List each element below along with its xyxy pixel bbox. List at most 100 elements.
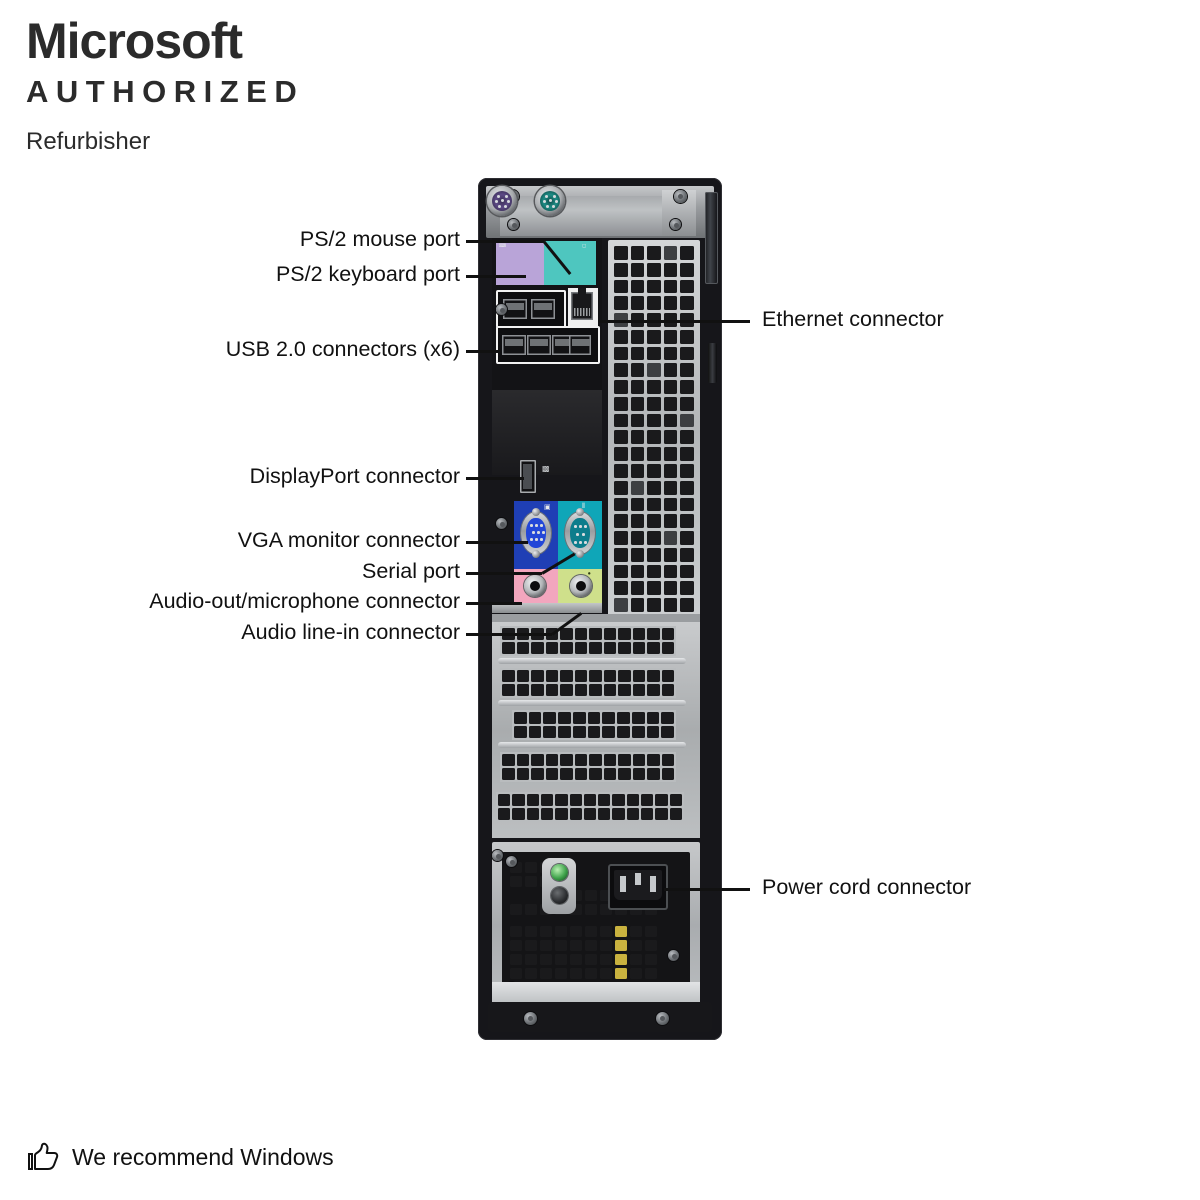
slot-vent-cell bbox=[589, 768, 602, 780]
slot-vent-cell bbox=[612, 794, 625, 806]
line-in-icon: ⏺ bbox=[588, 571, 591, 577]
leader-line-ps2-keyboard bbox=[466, 275, 526, 278]
vent-cell bbox=[630, 262, 645, 277]
leader-line-vga bbox=[466, 541, 528, 544]
iec-pin bbox=[620, 876, 626, 892]
vent-cell bbox=[663, 447, 678, 462]
psu-vent-cell bbox=[600, 926, 612, 937]
slot-vent-cell bbox=[528, 726, 542, 738]
ps2-pin-holes bbox=[540, 191, 560, 211]
slot-vent-cell bbox=[618, 754, 631, 766]
bottom-plate bbox=[492, 982, 700, 1002]
serial-port[interactable] bbox=[565, 508, 595, 558]
vent-cell bbox=[614, 564, 628, 579]
psu-vent-cell bbox=[585, 904, 597, 915]
thumbscrew-icon bbox=[576, 550, 584, 558]
psu-vent-cell bbox=[630, 940, 642, 951]
psu-vent-cell bbox=[540, 968, 552, 979]
slot-vent-cell bbox=[516, 768, 529, 780]
vent-cell bbox=[630, 581, 645, 596]
usb-port[interactable] bbox=[502, 335, 526, 355]
ps2-keyboard-port[interactable] bbox=[487, 186, 517, 216]
psu-vent-cell bbox=[585, 926, 597, 937]
vent-cells bbox=[614, 246, 694, 612]
screw-icon bbox=[668, 950, 679, 961]
usb-port[interactable] bbox=[569, 335, 591, 355]
psu-vent-cell bbox=[570, 954, 582, 965]
psu-vent-cell bbox=[645, 968, 657, 979]
vent-cell bbox=[663, 430, 678, 445]
vent-cell bbox=[647, 598, 661, 612]
slot-vent-cell bbox=[641, 794, 654, 806]
screw-icon bbox=[508, 219, 519, 230]
psu-vent-cell bbox=[600, 954, 612, 965]
psu-vent-cell bbox=[585, 940, 597, 951]
slot-vent-cell bbox=[618, 670, 631, 682]
callout-label-ethernet: Ethernet connector bbox=[762, 307, 944, 331]
thumbscrew-icon bbox=[576, 508, 584, 516]
expansion-slot-cover bbox=[500, 626, 676, 656]
vent-cell bbox=[630, 447, 645, 462]
psu-vent-cell bbox=[525, 940, 537, 951]
slot-vent-cell bbox=[661, 712, 674, 724]
audio-out-microphone-connector[interactable] bbox=[524, 575, 546, 597]
psu-vent-cell bbox=[540, 926, 552, 937]
slot-vent-cell bbox=[545, 754, 558, 766]
screw-icon bbox=[496, 518, 507, 529]
vga-monitor-connector[interactable] bbox=[521, 508, 551, 558]
usb-port[interactable] bbox=[503, 299, 527, 319]
vent-cell bbox=[614, 296, 628, 311]
vent-cell bbox=[630, 413, 645, 428]
psu-vent-cell bbox=[525, 862, 537, 873]
vent-cell bbox=[663, 296, 678, 311]
audio-line-in-connector[interactable] bbox=[570, 575, 592, 597]
psu-status-led bbox=[551, 864, 568, 881]
slot-vent-cell bbox=[618, 642, 631, 654]
vent-cell bbox=[680, 279, 694, 294]
vent-cell bbox=[680, 581, 694, 596]
vent-cell bbox=[680, 396, 694, 411]
slot-vent-cell bbox=[647, 642, 660, 654]
vent-cell bbox=[614, 514, 628, 529]
brand-third-line: Refurbisher bbox=[26, 127, 151, 155]
slot-vent-cell bbox=[661, 768, 674, 780]
usb-port[interactable] bbox=[527, 335, 551, 355]
vent-cell bbox=[680, 262, 694, 277]
slot-vent-cell bbox=[574, 754, 587, 766]
slot-vent-cell bbox=[531, 768, 544, 780]
vent-cell bbox=[680, 313, 694, 327]
vent-cell bbox=[647, 313, 661, 327]
slot-vent-cell bbox=[583, 808, 597, 820]
displayport-connector[interactable] bbox=[520, 460, 536, 493]
cover-release-latch[interactable] bbox=[705, 192, 718, 284]
slot-vent-cell bbox=[587, 726, 601, 738]
slot-vent-cell bbox=[631, 726, 645, 738]
slot-vent-cell bbox=[569, 794, 582, 806]
leader-line-ps2-mouse bbox=[466, 240, 544, 243]
psu-vent-cell bbox=[555, 968, 567, 979]
usb-port[interactable] bbox=[531, 299, 555, 319]
vent-cell bbox=[647, 497, 661, 512]
slot-vent-cell bbox=[647, 754, 660, 766]
slot-vent-cell bbox=[587, 712, 601, 724]
vent-cell bbox=[630, 514, 645, 529]
slot-vent-cell bbox=[646, 712, 660, 724]
slot-vent-cell bbox=[528, 712, 542, 724]
callout-label-displayport: DisplayPort connector bbox=[249, 464, 460, 488]
ethernet-connector[interactable] bbox=[571, 288, 593, 320]
vent-cell bbox=[680, 346, 694, 361]
slot-vent-cell bbox=[617, 712, 630, 724]
callout-label-audio-out-mic: Audio-out/microphone connector bbox=[149, 589, 460, 613]
slot-vent-cell bbox=[632, 768, 645, 780]
vent-cell bbox=[630, 346, 645, 361]
slot-vent-cell bbox=[498, 794, 511, 806]
psu-self-test-button[interactable] bbox=[551, 887, 568, 904]
slot-vent-cell bbox=[583, 794, 597, 806]
rear-vent-grille bbox=[608, 240, 700, 618]
ps2-mouse-port[interactable] bbox=[535, 186, 565, 216]
slot-vent-cell bbox=[502, 642, 515, 654]
power-cord-connector[interactable] bbox=[608, 864, 668, 910]
ps2-mouse-socket bbox=[540, 191, 560, 211]
iec-socket bbox=[614, 870, 662, 900]
vent-cell bbox=[630, 329, 645, 344]
